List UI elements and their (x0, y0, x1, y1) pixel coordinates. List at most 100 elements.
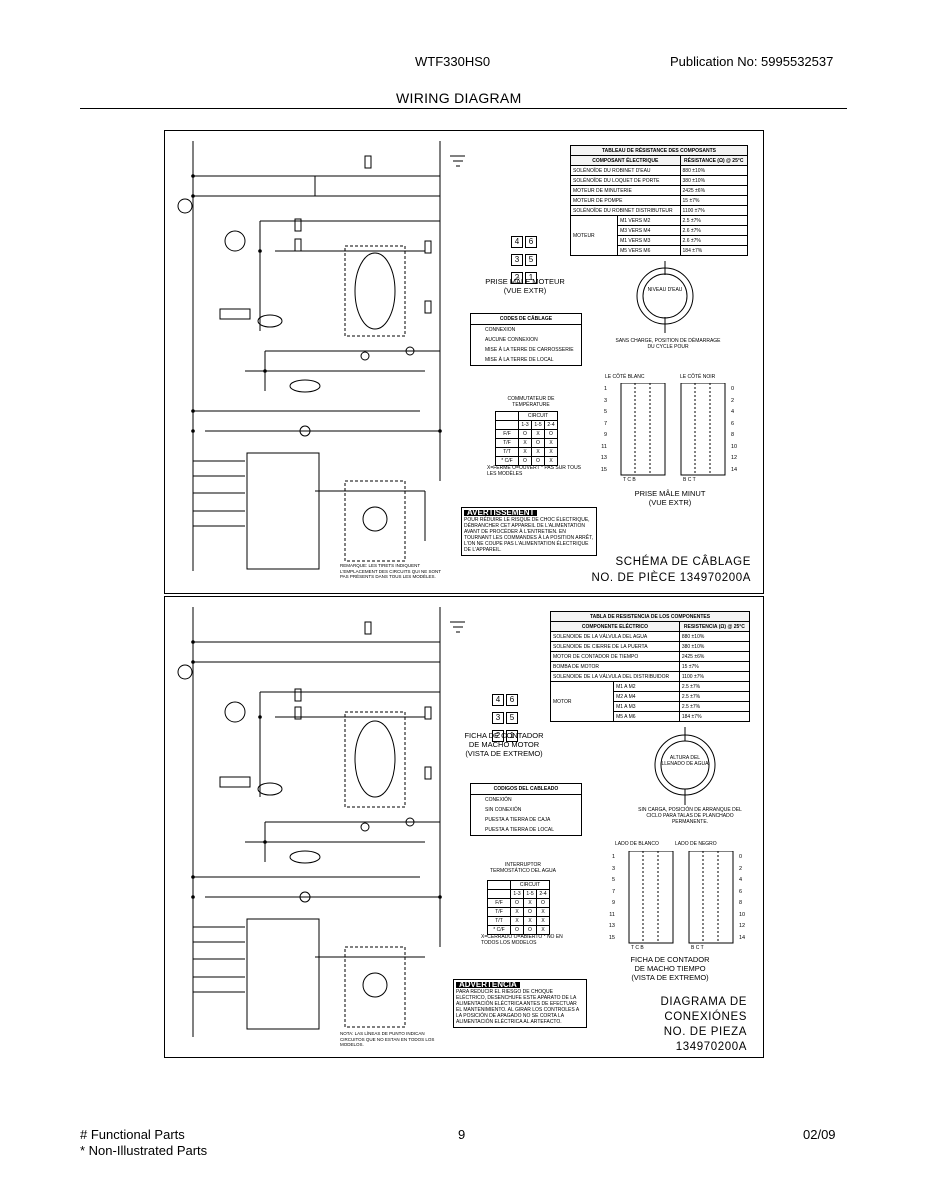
white-side-label: LE CÔTÉ BLANC (605, 374, 645, 380)
wiring-code-legend: CODIGOS DEL CABLEADO CONEXIÓN SIN CONEXI… (470, 783, 582, 836)
resistance-table-title: TABLEAU DE RÉSISTANCE DES COMPOSANTS (570, 145, 748, 156)
warning-text: POUR RÉDUIRE LE RISQUE DE CHOC ÉLECTRIQU… (464, 517, 594, 553)
switch-cell: X (544, 456, 558, 466)
legend-item: AUCUNE CONNEXION (485, 337, 538, 343)
switch-col: 2-4 (544, 420, 558, 430)
pin-number: 6 (739, 888, 743, 895)
motor-plug-sub: DE MACHO MOTOR (468, 740, 540, 749)
resistance-col-component: COMPOSANT ÉLECTRIQUE (570, 155, 681, 166)
resistance-row-name: SOLENOIDE DE LA VÁLVULA DEL DISTRIBUIDOR (550, 671, 680, 682)
motor-row-value: 184 ±7% (679, 245, 749, 256)
footer-non-illustrated-parts: * Non-Illustrated Parts (80, 1143, 208, 1158)
switch-table-note: X=CERRADO O=ABIERTO * NO EN TODOS LOS MO… (481, 934, 563, 946)
resistance-col-value: RÉSISTANCE (Ω) @ 25°C (679, 155, 749, 166)
timer-plug-left-numbers: 1 3 5 7 9 11 13 15 (597, 384, 607, 476)
motor-row-value: 184 ±7% (678, 711, 751, 722)
switch-col: 1-5 (523, 889, 537, 899)
schematic-spanish (177, 607, 465, 1037)
switch-row-label: T/F (487, 907, 511, 917)
timer-plug-right-numbers: 0 2 4 6 8 10 12 14 (739, 852, 751, 944)
switch-cell: O (531, 438, 545, 448)
timer-plug-label: PRISE MÂLE MINUT (634, 489, 706, 498)
pin-number: 12 (731, 455, 738, 461)
dashed-line-note: NOTA: LAS LÍNEAS DE PUNTO INDICAN CIRCUI… (340, 1031, 435, 1047)
timer-plug-left-numbers: 1 3 5 7 9 11 13 15 (605, 852, 615, 944)
motor-row-name: M3 VERS M4 (617, 225, 681, 236)
pin-number: 9 (611, 900, 615, 906)
wiring-panel-spanish: TABLA DE RESISTENCIA DE LOS COMPONENTES … (164, 596, 764, 1058)
resistance-row-value: 380 ±10% (678, 641, 751, 652)
warning-box: ADVERTENCIA PARA REDUCIR EL RIESGO DE CH… (453, 979, 587, 1028)
switch-cell: O (536, 898, 550, 908)
resistance-row-name: MOTEUR DE MINUTERIE (570, 185, 681, 196)
pin-number: 10 (731, 443, 738, 450)
legend-item: MISE À LA TERRE DE LOCAL (485, 357, 554, 363)
motor-row-name: M2 A M4 (613, 691, 680, 702)
timer-plug-diagram (620, 383, 726, 476)
switch-cell: X (518, 438, 532, 448)
plug-pin: 4 (511, 236, 523, 248)
switch-cell: O (510, 898, 524, 908)
pin-number: 7 (603, 420, 607, 427)
wiring-panel-french: TABLEAU DE RÉSISTANCE DES COMPOSANTS COM… (164, 130, 764, 594)
motor-row-name: M1 VERS M2 (617, 215, 681, 226)
switch-cell: X (510, 916, 524, 926)
plug-pin: 2 (511, 272, 523, 284)
resistance-row-value: 2425 ±6% (679, 185, 749, 196)
legend-item: CONNEXION (485, 327, 516, 333)
resistance-row-value: 880 ±10% (678, 631, 751, 642)
water-level-gauge (636, 261, 694, 333)
water-level-gauge (654, 727, 716, 805)
plug-pin: 3 (492, 712, 504, 724)
legend-item: MISE À LA TERRE DE CARROSSERIE (485, 347, 574, 353)
panel-caption-line2: NO. DE PIÈCE 134970200A (591, 572, 751, 584)
motor-plug-sub: (VUE EXTR) (503, 286, 547, 295)
timer-plug-bottom-right: B C T (683, 477, 696, 483)
switch-cell: X (518, 447, 532, 457)
pin-number: 5 (603, 409, 607, 415)
switch-cell: O (523, 907, 537, 917)
switch-cell: X (536, 916, 550, 926)
plug-pin: 5 (525, 254, 537, 266)
page-title: WIRING DIAGRAM (396, 90, 522, 106)
pin-number: 8 (731, 432, 735, 438)
resistance-row-value: 380 ±10% (679, 175, 749, 186)
motor-plug-label: FICHA DE CONTADOR (464, 731, 544, 740)
switch-cell: X (510, 907, 524, 917)
timer-plug-diagram (628, 851, 734, 944)
timer-plug-sub: (VISTA DE EXTREMO) (631, 973, 709, 982)
plug-pin: 2 (492, 730, 504, 742)
motor-row-name: M5 VERS M6 (617, 245, 681, 256)
motor-row-value: 2.5 ±7% (678, 691, 751, 702)
timer-plug-right-numbers: 0 2 4 6 8 10 12 14 (731, 384, 743, 476)
switch-row-label: F/F (495, 429, 519, 439)
pin-number: 2 (731, 397, 735, 404)
switch-cell: X (536, 907, 550, 917)
black-side-label: LE CÔTÉ NOIR (680, 374, 716, 380)
pin-number: 4 (731, 409, 735, 415)
warning-text: PARA REDUCIR EL RIESGO DE CHOQUE ELÉCTRI… (456, 989, 579, 1025)
plug-pin: 4 (492, 694, 504, 706)
model-number: WTF330HS0 (415, 54, 491, 69)
warning-title: AVERTISSEMENT (464, 509, 538, 517)
resistance-table-title: TABLA DE RESISTENCIA DE LOS COMPONENTES (550, 611, 750, 622)
switch-cell: X (544, 438, 558, 448)
legend-item: PUESTA A TIERRA DE CAJA (485, 817, 551, 823)
motor-label: MOTOR (549, 681, 615, 722)
motor-plug-label: PRISE MÂLE MOTEUR (485, 277, 565, 286)
water-level-label: NIVEAU D'EAU (647, 287, 683, 293)
legend-item: SIN CONEXIÓN (485, 807, 522, 813)
resistance-row-name: SOLENOIDE DE LA VÁLVULA DEL AGUA (550, 631, 680, 642)
panel-caption-line3: NO. DE PIEZA (663, 1026, 747, 1038)
motor-label: MOTEUR (569, 215, 619, 256)
pin-number: 5 (611, 877, 615, 883)
water-level-note: SIN CARGA, POSICIÓN DE ARRANQUE DEL CICL… (638, 807, 742, 825)
motor-row-value: 2.5 ±7% (679, 215, 749, 226)
switch-col: 1-3 (510, 889, 524, 899)
water-level-label: ALTURA DEL LLENADO DE AGUA (661, 755, 709, 767)
resistance-col-value: RESISTENCIA (Ω) @ 25°C (678, 621, 751, 632)
resistance-row-value: 2425 ±6% (678, 651, 751, 662)
